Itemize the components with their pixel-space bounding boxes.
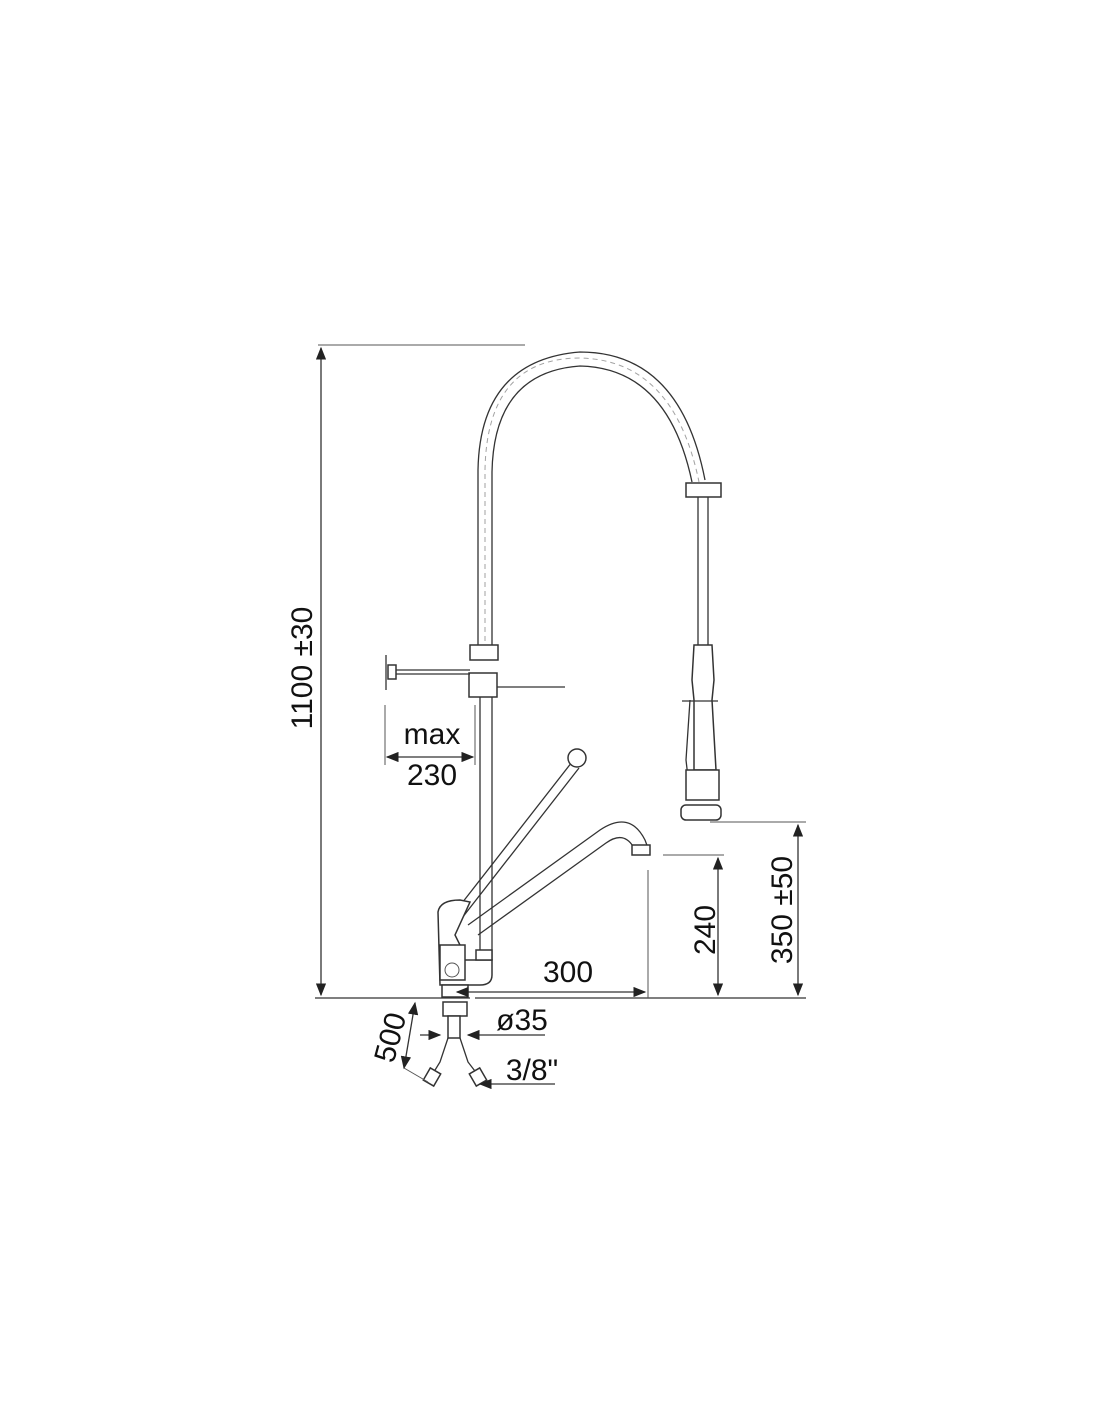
- connection-dimension: 3/8": [478, 1054, 558, 1090]
- spout: [467, 821, 651, 936]
- spray-valve: [680, 482, 722, 821]
- reach-label: 300: [543, 956, 593, 989]
- spray-height-dimension: 350 ±50: [710, 821, 806, 997]
- bracket-distance-label: 230: [407, 759, 457, 792]
- height-dimension: 1100 ±30: [286, 344, 525, 997]
- column: [385, 644, 565, 960]
- reach-dimension: 300: [455, 870, 649, 998]
- max-label: max: [404, 718, 461, 751]
- height-label: 1100 ±30: [286, 607, 319, 730]
- lever-handle: [454, 748, 587, 919]
- supply-hoses: [422, 1001, 488, 1088]
- spout-height-label: 240: [689, 905, 722, 955]
- hose-length-label: 500: [368, 1009, 413, 1066]
- mixer-body: [437, 899, 493, 998]
- diameter-dimension: ø35: [420, 1004, 548, 1041]
- hose-length-dimension: 500: [368, 1001, 429, 1083]
- spring-hose: [477, 351, 706, 650]
- bracket-dimension: max 230: [384, 705, 476, 792]
- connection-label: 3/8": [506, 1054, 558, 1087]
- spray-height-label: 350 ±50: [766, 856, 799, 964]
- diameter-label: ø35: [496, 1004, 548, 1037]
- spout-height-dimension: 240: [663, 854, 724, 997]
